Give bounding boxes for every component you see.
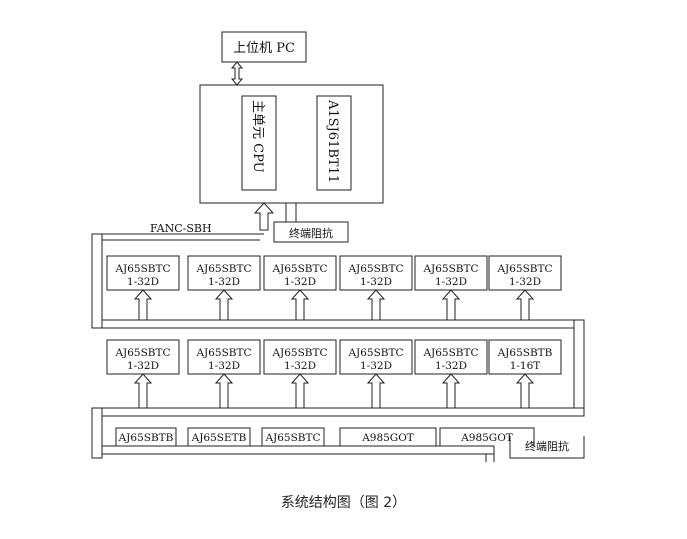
row2-module-box bbox=[414, 339, 488, 375]
row1-module-points: 1-32D bbox=[509, 276, 541, 288]
row3-module-box bbox=[187, 427, 251, 446]
row1-module-points: 1-32D bbox=[284, 276, 316, 288]
row2-module-points: 1-32D bbox=[208, 360, 240, 372]
row3-module-box bbox=[339, 427, 437, 446]
network-module-label: A1SJ61BT11 bbox=[325, 99, 340, 183]
terminator-bottom-outline bbox=[509, 436, 585, 459]
row2-up-arrow bbox=[290, 373, 310, 409]
bus-left-riser-1 bbox=[91, 233, 103, 329]
row2-module-model: AJ65SBTC bbox=[271, 347, 327, 359]
cpu-module-box bbox=[241, 95, 277, 191]
row2-up-arrow bbox=[515, 373, 535, 409]
row2-module-model: AJ65SBTC bbox=[195, 347, 251, 359]
main-unit-box bbox=[199, 84, 384, 204]
cpu-label: 主单元 CPU bbox=[250, 100, 265, 173]
terminator-bottom-label: 终端阻抗 bbox=[525, 439, 569, 453]
row1-up-arrow bbox=[290, 289, 310, 321]
row3-module-model: A985GOT bbox=[361, 432, 414, 444]
row1-module-box bbox=[414, 255, 488, 291]
row2-nodes: AJ65SBTC1-32DAJ65SBTC1-32DAJ65SBTC1-32DA… bbox=[106, 339, 562, 409]
row1-module-points: 1-32D bbox=[208, 276, 240, 288]
row1-module-points: 1-32D bbox=[127, 276, 159, 288]
main-unit-up-arrow bbox=[253, 202, 275, 231]
row1-up-arrow bbox=[133, 289, 153, 321]
row2-module-box bbox=[106, 339, 180, 375]
row2-module-box bbox=[263, 339, 337, 375]
row1-module-box bbox=[187, 255, 261, 291]
row1-up-arrow bbox=[366, 289, 386, 321]
row1-module-box bbox=[488, 255, 562, 291]
bus-row3-tail bbox=[485, 446, 495, 462]
row2-module-model: AJ65SBTB bbox=[497, 347, 553, 359]
figure-caption: 系统结构图（图 2） bbox=[280, 495, 407, 511]
row1-module-model: AJ65SBTC bbox=[114, 263, 170, 275]
row1-module-model: AJ65SBTC bbox=[422, 263, 478, 275]
row2-module-points: 1-32D bbox=[284, 360, 316, 372]
bus-left-riser-2 bbox=[91, 407, 103, 459]
row1-module-box bbox=[339, 255, 413, 291]
pc-label: 上位机 PC bbox=[233, 41, 295, 56]
row1-module-model: AJ65SBTC bbox=[195, 263, 251, 275]
terminator-top-stub bbox=[285, 203, 297, 222]
pc-link-double-arrow bbox=[230, 61, 244, 86]
row2-module-points: 1-32D bbox=[435, 360, 467, 372]
terminator-top-box bbox=[273, 221, 349, 243]
network-module-box bbox=[316, 95, 352, 191]
row2-up-arrow bbox=[133, 373, 153, 409]
row1-module-points: 1-32D bbox=[360, 276, 392, 288]
row1-module-box bbox=[263, 255, 337, 291]
row2-up-arrow bbox=[214, 373, 234, 409]
row3-module-box bbox=[261, 427, 325, 446]
row3-module-model: A985GOT bbox=[460, 432, 513, 444]
bus-right-riser bbox=[573, 319, 585, 417]
row2-module-box bbox=[488, 339, 562, 375]
row1-module-model: AJ65SBTC bbox=[496, 263, 552, 275]
cable-label: FANC-SBH bbox=[150, 222, 212, 235]
bus-row2 bbox=[101, 407, 585, 417]
row1-up-arrow bbox=[515, 289, 535, 321]
row3-module-box bbox=[439, 427, 535, 446]
row3-module-model: AJ65SBTC bbox=[264, 432, 320, 444]
row3-module-model: AJ65SBTB bbox=[118, 432, 174, 444]
row1-module-box bbox=[106, 255, 180, 291]
row3-module-box bbox=[115, 427, 177, 446]
row2-module-model: AJ65SBTC bbox=[114, 347, 170, 359]
row1-nodes: AJ65SBTC1-32DAJ65SBTC1-32DAJ65SBTC1-32DA… bbox=[106, 255, 562, 321]
pc-box bbox=[221, 31, 307, 63]
row2-module-points: 1-16T bbox=[510, 360, 541, 372]
terminator-top-label: 终端阻抗 bbox=[289, 226, 333, 240]
row2-module-model: AJ65SBTC bbox=[347, 347, 403, 359]
row2-up-arrow bbox=[441, 373, 461, 409]
row1-module-model: AJ65SBTC bbox=[271, 263, 327, 275]
row2-module-model: AJ65SBTC bbox=[422, 347, 478, 359]
bus-row1 bbox=[101, 319, 585, 329]
row1-module-model: AJ65SBTC bbox=[347, 263, 403, 275]
row3-module-model: AJ65SETB bbox=[191, 432, 247, 444]
row2-module-points: 1-32D bbox=[127, 360, 159, 372]
row2-up-arrow bbox=[366, 373, 386, 409]
row1-module-points: 1-32D bbox=[435, 276, 467, 288]
row1-up-arrow bbox=[441, 289, 461, 321]
bus-top-horizontal bbox=[92, 233, 264, 241]
row2-module-box bbox=[339, 339, 413, 375]
bus-row3 bbox=[101, 445, 495, 455]
row2-module-points: 1-32D bbox=[360, 360, 392, 372]
row3-nodes: AJ65SBTB AJ65SETB AJ65SBTC A985GOT A985GOT bbox=[115, 427, 535, 446]
row1-up-arrow bbox=[214, 289, 234, 321]
